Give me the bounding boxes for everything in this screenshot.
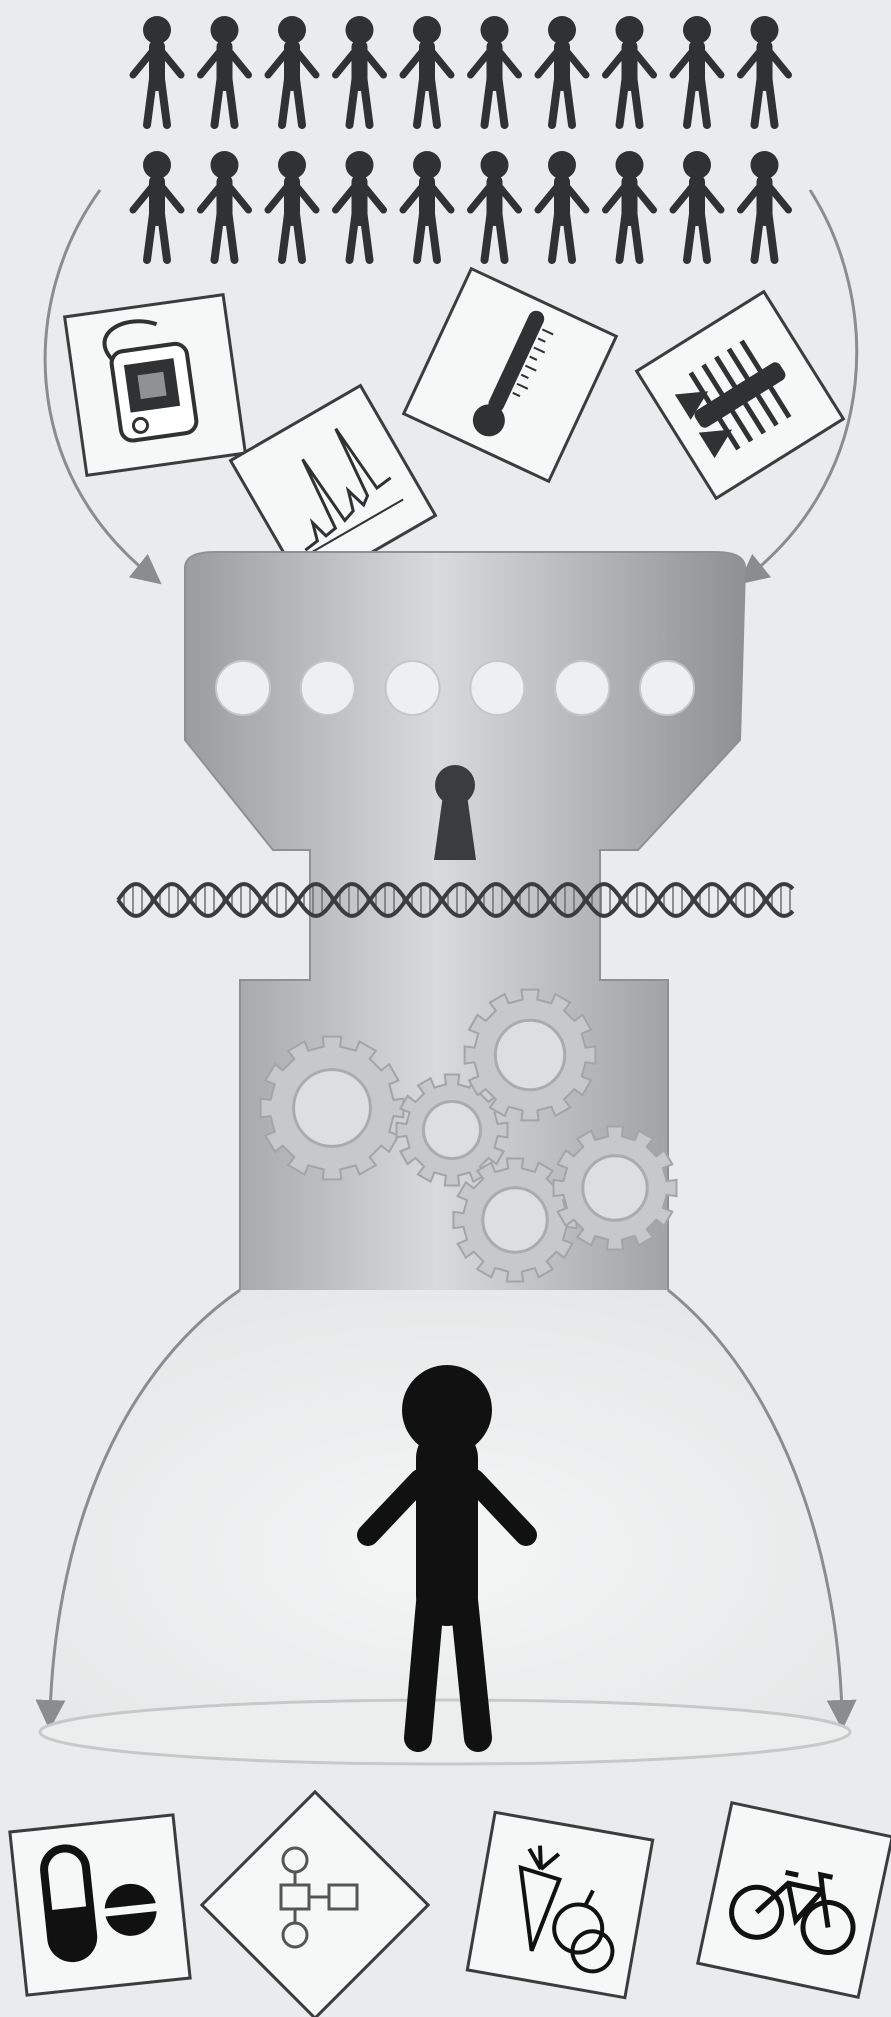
population-person-icon: [403, 151, 451, 260]
indicator-light: [301, 661, 355, 715]
output-card-flowchart: [202, 1792, 428, 2017]
population-person-icon: [336, 151, 384, 260]
output-card-medication: [10, 1815, 190, 1995]
indicator-light: [216, 661, 270, 715]
input-card-device: [65, 295, 246, 476]
output-card-food: [467, 1812, 652, 1997]
ground-ellipse: [40, 1700, 850, 1764]
population-group: [133, 16, 789, 260]
population-person-icon: [606, 151, 654, 260]
indicator-light: [555, 661, 609, 715]
indicator-light: [640, 661, 694, 715]
population-person-icon: [268, 151, 316, 260]
output-card-bicycle: [698, 1803, 891, 1998]
population-person-icon: [741, 151, 789, 260]
population-person-icon: [606, 16, 654, 125]
population-person-icon: [673, 16, 721, 125]
input-card-gel: [637, 292, 844, 499]
population-person-icon: [538, 16, 586, 125]
indicator-light: [470, 661, 524, 715]
population-person-icon: [268, 16, 316, 125]
input-card-thermometer: [404, 269, 617, 482]
analysis-machine: [118, 552, 793, 1298]
population-person-icon: [403, 16, 451, 125]
population-person-icon: [336, 16, 384, 125]
population-person-icon: [133, 16, 181, 125]
population-person-icon: [201, 151, 249, 260]
population-person-icon: [741, 16, 789, 125]
population-person-icon: [471, 151, 519, 260]
population-person-icon: [673, 151, 721, 260]
population-person-icon: [471, 16, 519, 125]
population-person-icon: [201, 16, 249, 125]
population-person-icon: [538, 151, 586, 260]
indicator-light: [386, 661, 440, 715]
population-person-icon: [133, 151, 181, 260]
